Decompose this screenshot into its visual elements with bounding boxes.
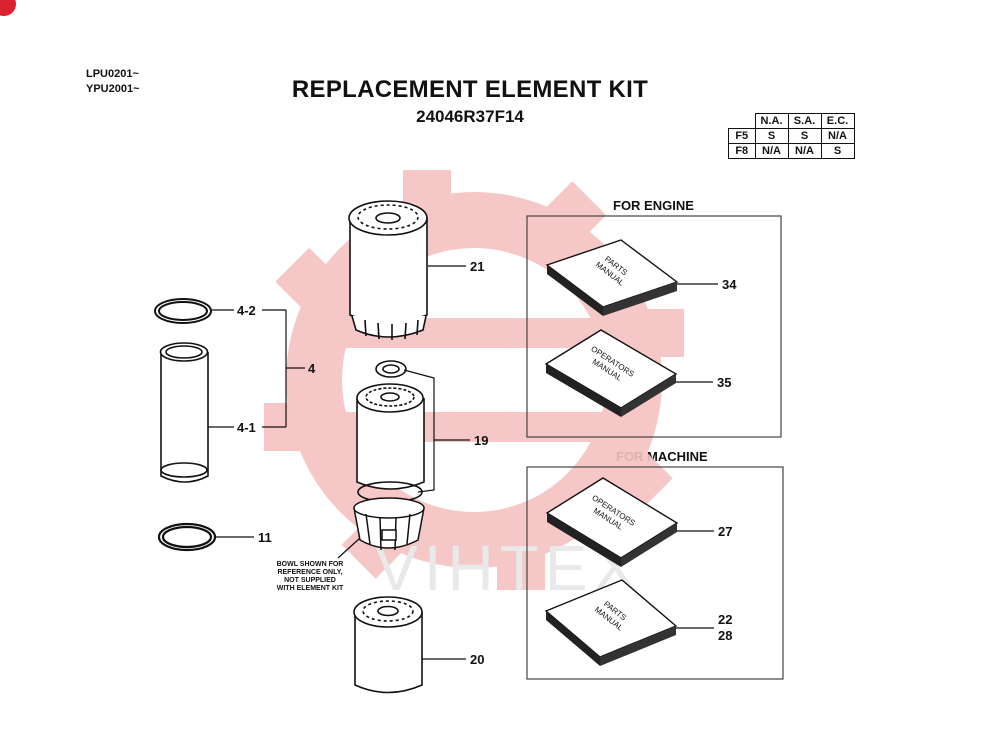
availability-row-f8: F8 N/A N/A S xyxy=(728,143,855,159)
book-engine-operators-manual: OPERATORS MANUAL xyxy=(544,329,678,417)
fuel-filter-19 xyxy=(356,383,425,503)
availability-row-f5: F5 S S N/A xyxy=(728,128,855,144)
leader-lines xyxy=(208,265,718,660)
bowl-note-line-4: WITH ELEMENT KIT xyxy=(277,585,344,592)
air-element-4-1 xyxy=(159,342,209,483)
callout-28: 28 xyxy=(718,628,732,643)
bowl-note-line-2: REFERENCE ONLY, xyxy=(277,569,342,576)
availability-header-ec: E.C. xyxy=(820,113,855,129)
bowl-note-line-1: BOWL SHOWN FOR xyxy=(277,561,344,568)
serial-number-1: LPU0201~ xyxy=(86,68,139,80)
callout-35: 35 xyxy=(717,375,731,390)
book-machine-parts-manual: PARTS MANUAL xyxy=(544,579,678,666)
engine-books-frame xyxy=(526,215,782,438)
callout-22: 22 xyxy=(718,612,732,627)
bowl-note-line-3: NOT SUPPLIED xyxy=(284,577,336,584)
availability-cell: N/A xyxy=(754,143,789,159)
page-title: REPLACEMENT ELEMENT KIT xyxy=(291,76,649,103)
o-ring-4-2 xyxy=(154,298,212,324)
oil-filter-21 xyxy=(348,200,428,340)
callout-4: 4 xyxy=(308,361,316,376)
filter-bowl xyxy=(353,497,425,551)
availability-cell: S xyxy=(820,143,855,159)
availability-header-sa: S.A. xyxy=(787,113,822,129)
o-ring-11 xyxy=(157,522,217,552)
small-o-ring xyxy=(375,360,407,378)
availability-table: N.A. S.A. E.C. F5 S S N/A F8 N/A N/A S xyxy=(728,113,855,159)
machine-books-frame xyxy=(526,466,784,680)
spin-on-filter-20 xyxy=(353,596,423,694)
kit-part-number: 24046R37F14 xyxy=(416,107,524,126)
availability-cell: N/A xyxy=(787,143,822,159)
callout-4-2: 4-2 xyxy=(237,303,256,318)
callout-34: 34 xyxy=(722,277,737,292)
callout-21: 21 xyxy=(470,259,484,274)
callout-11: 11 xyxy=(258,530,272,545)
callout-20: 20 xyxy=(470,652,484,667)
section-title-engine: FOR ENGINE xyxy=(613,198,694,213)
book-machine-operators-manual: OPERATORS MANUAL xyxy=(545,477,679,567)
callout-4-1: 4-1 xyxy=(237,420,256,435)
corner-mark xyxy=(0,0,16,16)
callout-19: 19 xyxy=(474,433,488,448)
callout-27: 27 xyxy=(718,524,732,539)
book-engine-parts-manual: PARTS MANUAL xyxy=(545,239,679,316)
serial-number-2: YPU2001~ xyxy=(86,83,140,95)
